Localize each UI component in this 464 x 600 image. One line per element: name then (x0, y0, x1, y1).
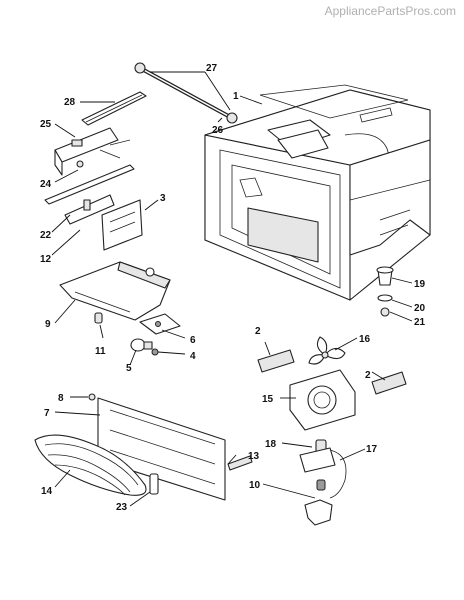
fan-blade-part (308, 336, 346, 365)
callout-27: 27 (206, 63, 218, 74)
mounting-plate-part (101, 199, 143, 251)
rear-panel-part (97, 397, 226, 501)
callout-25: 25 (40, 119, 52, 130)
air-grille-part (34, 434, 147, 496)
callout-6: 6 (190, 335, 196, 346)
clip-part (94, 312, 103, 324)
callout-11: 11 (95, 346, 106, 357)
callout-17: 17 (366, 444, 378, 455)
screw-part (88, 393, 96, 401)
pad-right-part (371, 371, 407, 395)
callout-7: 7 (44, 408, 50, 419)
callout-18: 18 (265, 439, 277, 450)
callout-21: 21 (414, 317, 426, 328)
bracket-part (54, 127, 131, 176)
callout-22: 22 (40, 230, 52, 241)
callout-16: 16 (359, 334, 371, 345)
strip-part (227, 455, 253, 471)
foam-pad-part (139, 313, 181, 335)
sensor-stack-part (376, 266, 394, 317)
freezer-liner-part (204, 84, 431, 301)
motor-bracket-part (304, 479, 333, 526)
callout-23: 23 (116, 502, 128, 513)
callout-19: 19 (414, 279, 426, 290)
callout-15: 15 (262, 394, 274, 405)
callout-24: 24 (40, 179, 52, 190)
fan-shroud-part (289, 369, 356, 431)
pad-upper-part (257, 349, 295, 373)
callout-1: 1 (233, 91, 239, 102)
slide-rail-part (81, 91, 147, 126)
callout-8: 8 (58, 393, 64, 404)
drain-tube-part (134, 62, 238, 124)
site-watermark: AppliancePartsPros.com (324, 4, 456, 18)
control-housing-part (59, 261, 171, 321)
leader-lines (51, 71, 413, 507)
callout-13: 13 (248, 451, 260, 462)
callout-10: 10 (249, 480, 261, 491)
callout-28: 28 (64, 97, 76, 108)
callout-14: 14 (41, 486, 53, 497)
callout-26: 26 (212, 125, 224, 136)
callout-2-right: 2 (365, 370, 371, 381)
callout-9: 9 (45, 319, 51, 330)
fan-motor-part (299, 439, 347, 499)
callout-2-upper: 2 (255, 326, 261, 337)
callout-3: 3 (160, 193, 166, 204)
rail-assembly-part (44, 160, 135, 225)
callout-5: 5 (126, 363, 132, 374)
small-bracket-part (149, 473, 159, 495)
callout-12: 12 (40, 254, 52, 265)
callout-4: 4 (190, 351, 196, 362)
callout-labels: 1 2 2 3 4 5 6 7 8 9 10 11 12 13 14 15 16… (40, 63, 426, 513)
callout-20: 20 (414, 303, 426, 314)
